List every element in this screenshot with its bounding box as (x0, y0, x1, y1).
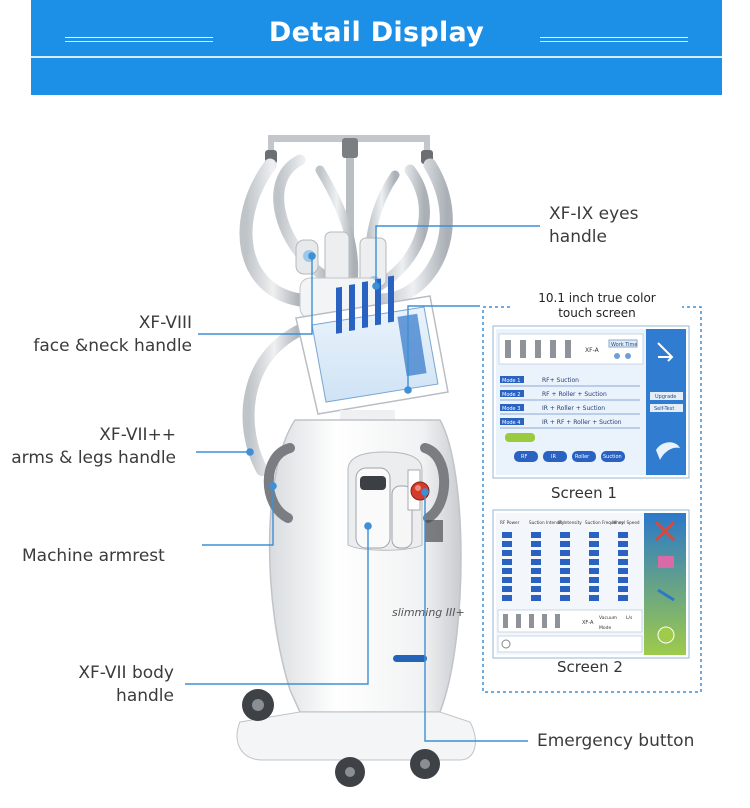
svg-text:Mode 1: Mode 1 (502, 378, 520, 384)
label-body-line2: handle (116, 686, 174, 706)
svg-text:Vacuum: Vacuum (599, 615, 617, 621)
label-face-line2: face &neck handle (33, 336, 192, 356)
armrest-left (263, 443, 295, 523)
banner-rule-left-2 (65, 41, 213, 42)
machine: slimming III+ (236, 135, 476, 787)
armrest-right (420, 443, 450, 523)
svg-text:RF + Roller + Suction: RF + Roller + Suction (542, 391, 607, 398)
svg-text:Work Time: Work Time (611, 342, 638, 348)
device-brand: slimming III+ (392, 606, 465, 619)
machine-screen (295, 275, 449, 415)
svg-text:IR Intensity: IR Intensity (558, 520, 582, 525)
banner-rule-right-2 (540, 41, 688, 42)
svg-text:Mode 3: Mode 3 (502, 406, 520, 412)
screen-1-label: Screen 1 (551, 484, 617, 502)
leader-dots (246, 252, 429, 530)
label-face-neck-handle: XF-VIII face &neck handle (14, 312, 192, 358)
label-body-line1: XF-VII body (78, 663, 174, 683)
label-eyes-line2: handle (549, 227, 607, 247)
svg-text:L/s: L/s (626, 615, 633, 621)
svg-text:Roller: Roller (575, 454, 590, 460)
screen-caption: 10.1 inch true color touch screen (512, 291, 682, 321)
label-face-line1: XF-VIII (138, 313, 192, 333)
svg-text:Mode 2: Mode 2 (502, 392, 520, 398)
label-emergency-text: Emergency button (537, 731, 695, 751)
svg-text:Mode: Mode (599, 625, 611, 631)
svg-text:Suction Frequency: Suction Frequency (585, 520, 624, 525)
banner-rule-left (65, 37, 213, 38)
svg-text:Self-Test: Self-Test (654, 406, 674, 412)
label-emergency-button: Emergency button (537, 730, 694, 753)
page-title: Detail Display (268, 17, 485, 48)
svg-text:XF-A: XF-A (585, 347, 600, 354)
svg-text:RF+ Suction: RF+ Suction (542, 377, 579, 384)
svg-text:Mode 4: Mode 4 (502, 420, 520, 426)
header-banner: Detail Display (31, 0, 722, 95)
screen-2-label: Screen 2 (557, 658, 623, 676)
svg-text:Wheel Speed: Wheel Speed (612, 520, 640, 525)
label-arms-legs-handle: XF-VII++ arms & legs handle (2, 424, 176, 470)
banner-rule-right (540, 37, 688, 38)
screen-1-image: XF-A Work Time Mode 1 RF+ Suction Mode 2… (492, 325, 690, 479)
label-armrest-text: Machine armrest (22, 546, 165, 566)
banner-divider (31, 56, 722, 58)
svg-text:Upgrade: Upgrade (655, 394, 676, 400)
svg-text:Suction Intensity: Suction Intensity (529, 520, 565, 525)
label-machine-armrest: Machine armrest (22, 545, 165, 568)
svg-text:XF-A: XF-A (582, 620, 594, 626)
svg-text:RF Power: RF Power (500, 520, 520, 525)
svg-text:IR: IR (551, 454, 556, 460)
svg-text:IR + Roller + Suction: IR + Roller + Suction (542, 405, 605, 412)
label-eyes-handle: XF-IX eyes handle (549, 203, 638, 249)
screen-caption-line2: touch screen (558, 306, 636, 320)
screen-2-image: RF Power Suction Intensity IR Intensity … (492, 509, 690, 659)
screen-caption-line1: 10.1 inch true color (538, 291, 656, 305)
label-arms-line2: arms & legs handle (11, 448, 176, 468)
label-arms-line1: XF-VII++ (99, 425, 176, 445)
svg-text:Suction: Suction (603, 454, 622, 460)
label-eyes-line1: XF-IX eyes (549, 204, 639, 224)
label-body-handle: XF-VII body handle (40, 662, 174, 708)
svg-text:RF: RF (521, 454, 527, 460)
svg-text:IR + RF + Roller + Suction: IR + RF + Roller + Suction (542, 419, 622, 426)
leader-lines (185, 225, 540, 742)
